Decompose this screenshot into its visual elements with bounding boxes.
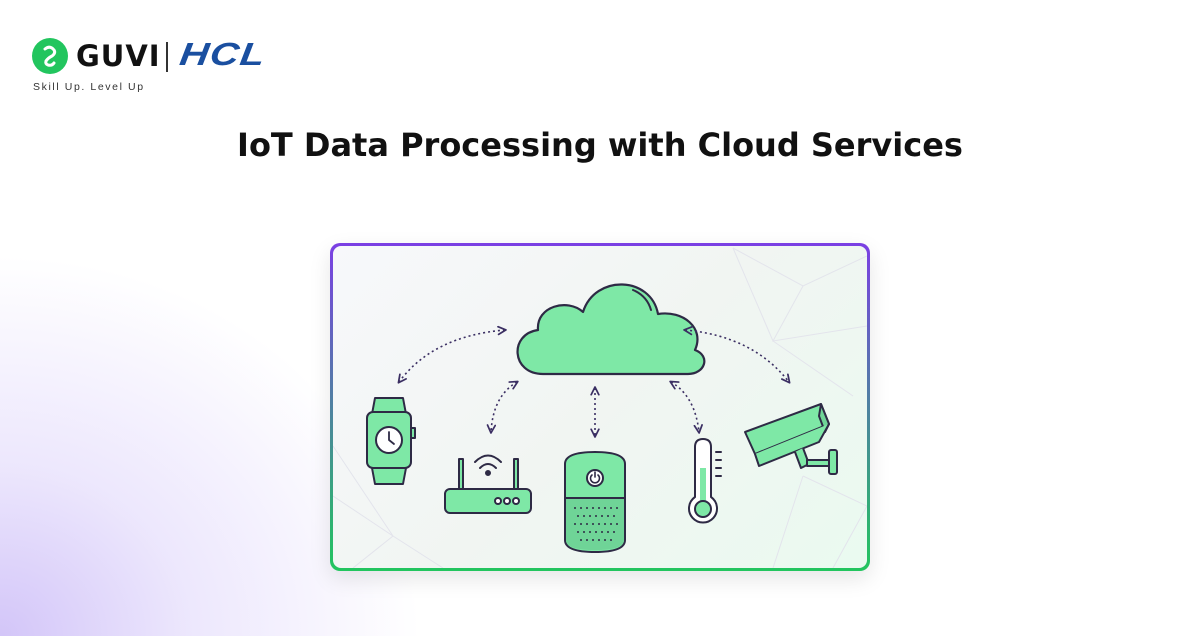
brand-tagline: Skill Up. Level Up bbox=[33, 81, 145, 93]
connection-arrows bbox=[397, 325, 791, 438]
illustration-card bbox=[330, 243, 870, 571]
guvi-wordmark: GUVI bbox=[76, 39, 161, 73]
iot-illustration bbox=[333, 247, 867, 568]
smart-speaker-icon bbox=[564, 451, 626, 553]
smartwatch-icon bbox=[366, 397, 416, 485]
wifi-router-icon bbox=[444, 454, 532, 514]
cloud-icon bbox=[516, 283, 706, 376]
thermometer-icon bbox=[688, 438, 722, 524]
security-camera-icon bbox=[744, 403, 838, 475]
brand-logo[interactable]: GUVI HCL Skill Up. Level Up bbox=[32, 36, 332, 98]
guvi-logo-icon bbox=[32, 38, 68, 74]
logo-divider bbox=[166, 42, 168, 72]
page-title: IoT Data Processing with Cloud Services bbox=[237, 126, 963, 164]
hcl-wordmark: HCL bbox=[177, 36, 269, 72]
